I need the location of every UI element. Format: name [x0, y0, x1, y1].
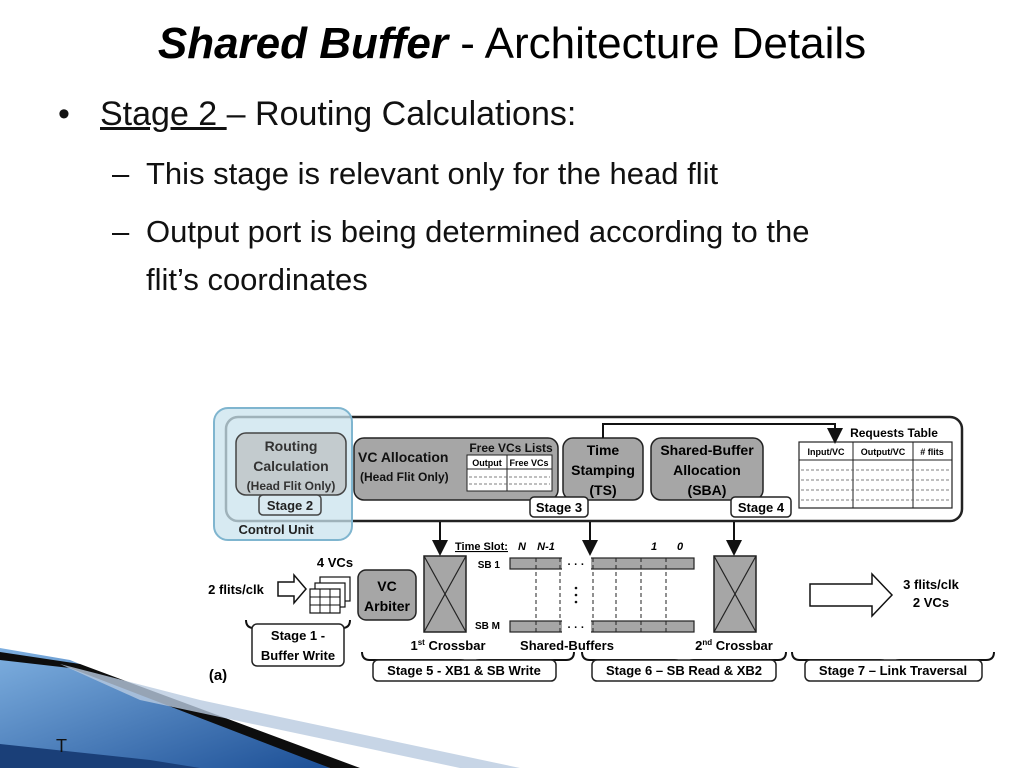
- input-buffers-icon: [309, 576, 351, 614]
- sub-text: This stage is relevant only for the head…: [146, 156, 719, 191]
- input-arrow: [277, 572, 307, 606]
- bullet-rest: – Routing Calculations:: [226, 95, 577, 133]
- crossbar1-box: [423, 555, 467, 633]
- free-col-output: Output: [472, 458, 502, 468]
- panel-label: (a): [209, 667, 227, 684]
- ts-l2: Stamping: [571, 462, 635, 478]
- ts-l3: (TS): [589, 482, 616, 498]
- shared-buffers-grid: · · · · · ·: [509, 557, 695, 634]
- stage2-label: Stage 2: [267, 498, 313, 513]
- stage3-badge: [529, 496, 589, 518]
- time-slot-label: Time Slot:: [455, 541, 508, 553]
- routing-calculation-box: Routing Calculation (Head Flit Only): [235, 432, 347, 496]
- sba-l3: (SBA): [688, 482, 727, 498]
- stage5-label: Stage 5 - XB1 & SB Write: [387, 663, 541, 678]
- crossbar2-box: [713, 555, 757, 633]
- slot-0: 0: [677, 541, 684, 553]
- stage4-badge: [730, 496, 792, 518]
- svg-text:· · ·: · · ·: [567, 559, 584, 571]
- vc-alloc-l2: (Head Flit Only): [360, 470, 449, 484]
- stage6-label: Stage 6 – SB Read & XB2: [606, 663, 762, 678]
- stage6-badge: [591, 659, 777, 682]
- req-col-input: Input/VC: [808, 447, 845, 457]
- bullet-stage2: • Stage 2 – Routing Calculations:: [58, 92, 576, 136]
- out-flits-l2: 2 VCs: [913, 595, 949, 610]
- requests-table-title: Requests Table: [850, 426, 938, 440]
- free-vcs-table: Output Free VCs: [466, 454, 553, 492]
- control-unit-label: Control Unit: [238, 522, 314, 537]
- ts-to-requests-arrow: [602, 423, 843, 444]
- flits-in-label: 2 flits/clk: [208, 582, 264, 597]
- vc-alloc-l1: VC Allocation: [358, 449, 449, 465]
- vc-arbiter-box: [357, 569, 417, 621]
- ts-l1: Time: [587, 442, 620, 458]
- shared-buffers-label: Shared-Buffers: [520, 638, 614, 653]
- crossbar2-label: 2nd Crossbar: [695, 638, 773, 653]
- stage7-badge: [804, 659, 983, 682]
- stage7-label: Stage 7 – Link Traversal: [819, 663, 967, 678]
- routing-calc-l2: Calculation: [253, 458, 328, 474]
- sub-text-continued: flit’s coordinates: [146, 262, 368, 297]
- out-flits-l1: 3 flits/clk: [903, 577, 959, 592]
- title-italic: Shared Buffer: [157, 19, 448, 68]
- vc-arbiter-l1: VC: [377, 578, 396, 594]
- sub-text: Output port is being determined accordin…: [146, 214, 810, 249]
- sb1-label: SB 1: [478, 560, 501, 571]
- stage1-badge: [251, 623, 345, 667]
- sub-marker: –: [112, 156, 130, 191]
- stage2-badge: [258, 494, 322, 516]
- four-vcs-label: 4 VCs: [317, 555, 353, 570]
- stage1-l2: Buffer Write: [261, 648, 335, 663]
- sba-box: [650, 437, 764, 501]
- stage5-badge: [372, 659, 557, 682]
- stage3-label: Stage 3: [536, 500, 582, 515]
- vc-arbiter-l2: Arbiter: [364, 598, 410, 614]
- output-arrow: [809, 572, 894, 618]
- requests-table: Input/VC Output/VC # flits: [798, 441, 953, 509]
- svg-text:· · ·: · · ·: [567, 622, 584, 634]
- slot-n-1: N-1: [537, 541, 555, 553]
- slot-n: N: [518, 541, 527, 553]
- title-rest: - Architecture Details: [448, 19, 867, 68]
- stage4-label: Stage 4: [738, 500, 785, 515]
- req-col-output: Output/VC: [861, 447, 906, 457]
- subbullet-output-port: –Output port is being determined accordi…: [112, 208, 972, 304]
- routing-calc-l3: (Head Flit Only): [247, 479, 336, 493]
- slide-title: Shared Buffer - Architecture Details: [0, 14, 1024, 74]
- footer-mark: T: [56, 736, 67, 756]
- sba-l2: Allocation: [673, 462, 741, 478]
- slot-1: 1: [651, 541, 657, 553]
- routing-calc-l1: Routing: [265, 438, 318, 454]
- subbullet-head-flit: –This stage is relevant only for the hea…: [112, 150, 972, 198]
- crossbar1-label: 1st Crossbar: [410, 638, 485, 653]
- stage1-l1: Stage 1 -: [271, 628, 325, 643]
- req-col-flits: # flits: [920, 447, 944, 457]
- sub-marker: –: [112, 214, 130, 249]
- sbm-label: SB M: [475, 621, 500, 632]
- bullet-marker: •: [58, 95, 70, 133]
- bullet-underlined: Stage 2: [100, 95, 227, 133]
- sba-l1: Shared-Buffer: [660, 442, 754, 458]
- free-vcs-title: Free VCs Lists: [469, 441, 553, 455]
- free-col-freevcs: Free VCs: [509, 458, 548, 468]
